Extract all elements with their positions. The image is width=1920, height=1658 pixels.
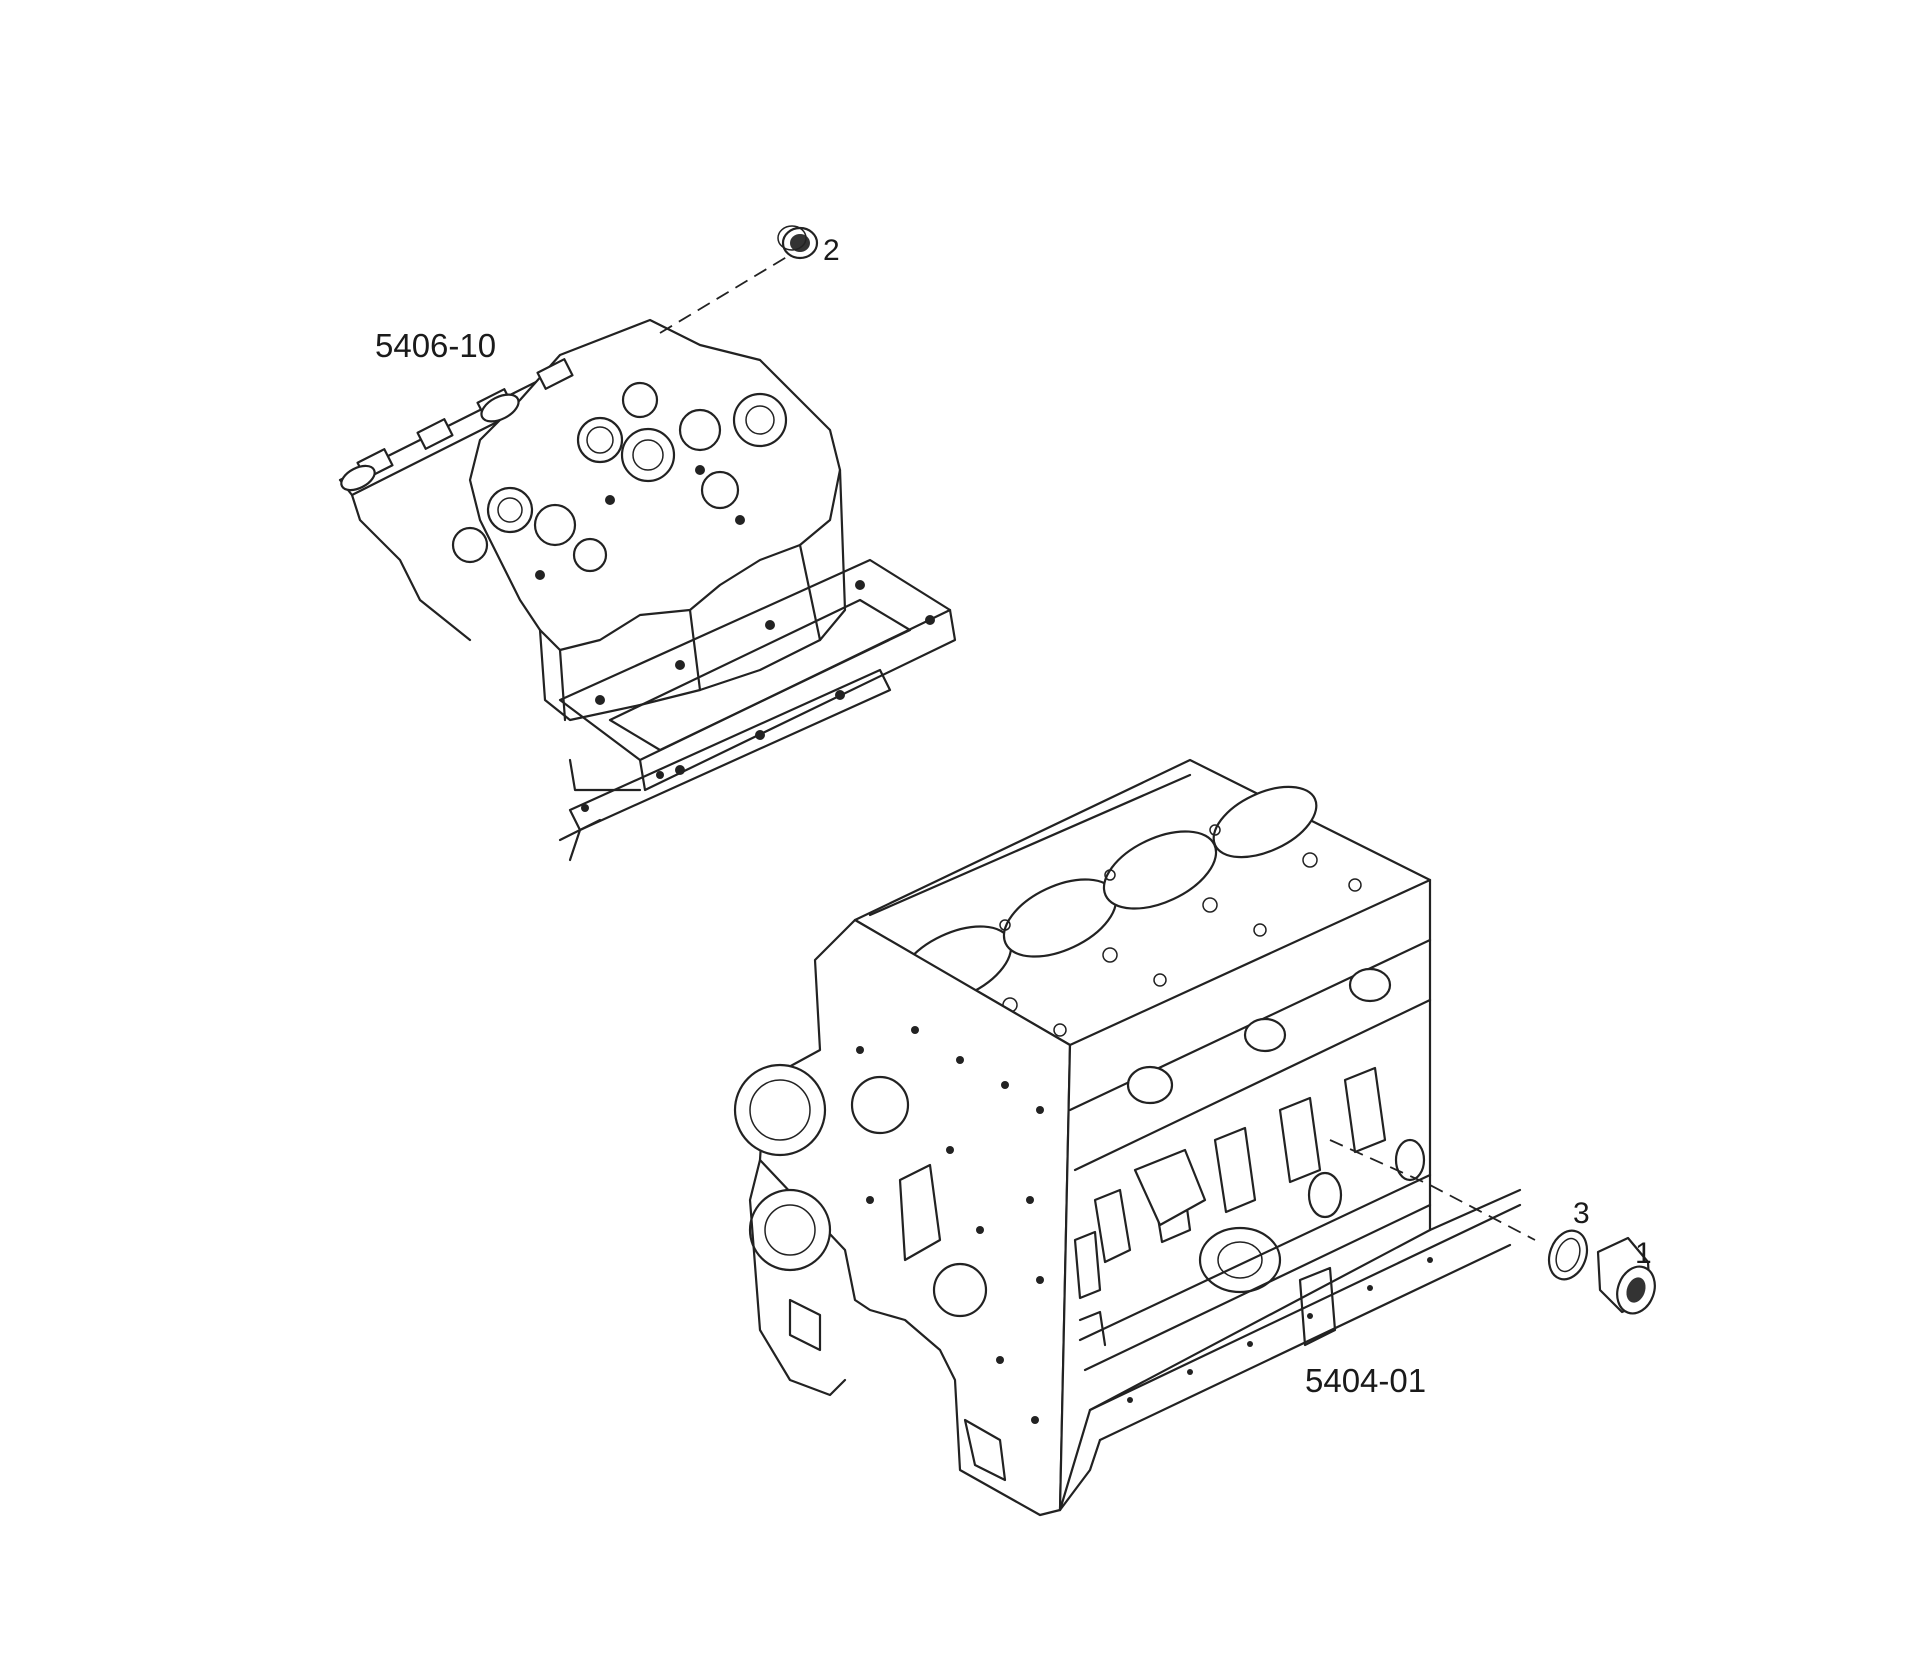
engine-block-drawing: [733, 758, 1656, 1517]
callout-3: 3: [1573, 1197, 1590, 1230]
engine-block-label: 5404-01: [1305, 1362, 1426, 1399]
plug-part: [1596, 1236, 1656, 1315]
callout-1: 1: [1635, 1237, 1652, 1270]
sealing-ring-part: [1547, 1229, 1589, 1281]
cylinder-head-label: 5406-10: [375, 327, 496, 364]
cylinder-head-drawing: [338, 225, 957, 862]
head-seal-part: [777, 225, 819, 260]
callout-2: 2: [823, 234, 840, 267]
